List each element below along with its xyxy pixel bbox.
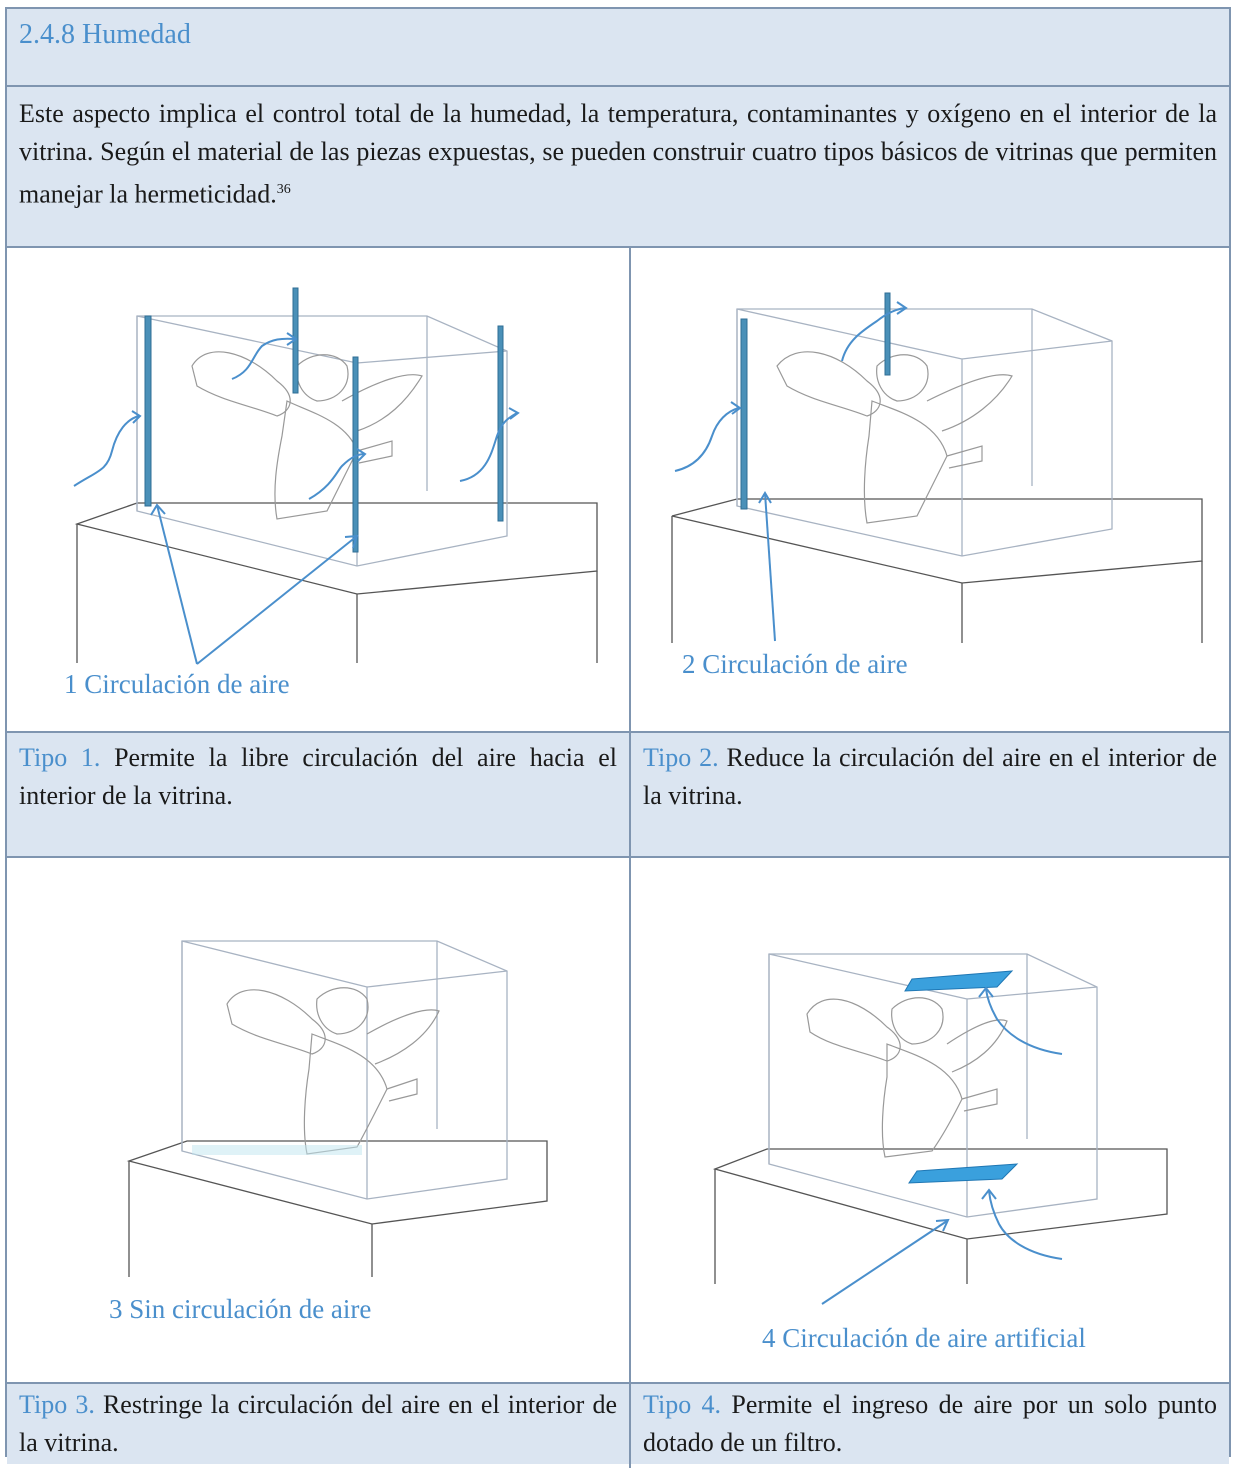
type-1-text: Permite la libre circulación del aire ha… (19, 743, 617, 810)
type-3-description: Tipo 3. Restringe la circulación del air… (7, 1386, 629, 1462)
type-4-label: Tipo 4. (643, 1390, 722, 1419)
figure-3-caption: 3 Sin circulación de aire (109, 1294, 372, 1324)
figure-4-angel-sculpture (806, 997, 1008, 1158)
intro-paragraph: Este aspecto implica el control total de… (7, 95, 1229, 214)
air-filter-bottom (908, 1163, 1019, 1184)
figure-row-2 (7, 858, 1229, 1384)
intro-text: Este aspecto implica el control total de… (19, 99, 1217, 209)
figure-3-illustration (126, 940, 548, 1277)
type-2-text: Reduce la circulación del aire en el int… (643, 743, 1217, 810)
type-2-description: Tipo 2. Reduce la circulación del aire e… (631, 739, 1229, 815)
figure-2-caption: 2 Circulación de aire (682, 649, 908, 679)
type-1-label: Tipo 1. (19, 743, 101, 772)
figure-2-illustration (671, 292, 1203, 643)
figure-4-caption: 4 Circulación de aire artificial (762, 1323, 1086, 1353)
type-3-label: Tipo 3. (19, 1390, 95, 1419)
figure-1-caption: 1 Circulación de aire (64, 669, 290, 699)
figure-2-angel-sculpture (776, 351, 1013, 524)
type-4-text: Permite el ingreso de aire por un solo p… (643, 1390, 1217, 1457)
content-table: 2.4.8 Humedad Este aspecto implica el co… (5, 7, 1231, 1468)
footnote-ref: 36 (276, 182, 291, 197)
figure-1-illustration (73, 287, 598, 665)
type-row-1 (7, 733, 1229, 858)
intro-row: Este aspecto implica el control total de… (7, 87, 1229, 248)
figure-3-angel-sculpture (226, 987, 440, 1155)
type-3-text: Restringe la circulación del aire en el … (19, 1390, 618, 1457)
type-2-label: Tipo 2. (643, 743, 719, 772)
type-4-description: Tipo 4. Permite el ingreso de aire por u… (631, 1386, 1229, 1462)
air-filter-top (904, 970, 1014, 992)
type-1-description: Tipo 1. Permite la libre circulación del… (7, 739, 629, 815)
figure-1-angel-sculpture (191, 351, 423, 520)
figure-4-illustration (712, 953, 1168, 1305)
heading-row: 2.4.8 Humedad (7, 9, 1229, 87)
section-heading: 2.4.8 Humedad (19, 19, 191, 50)
column-divider (629, 248, 631, 1468)
